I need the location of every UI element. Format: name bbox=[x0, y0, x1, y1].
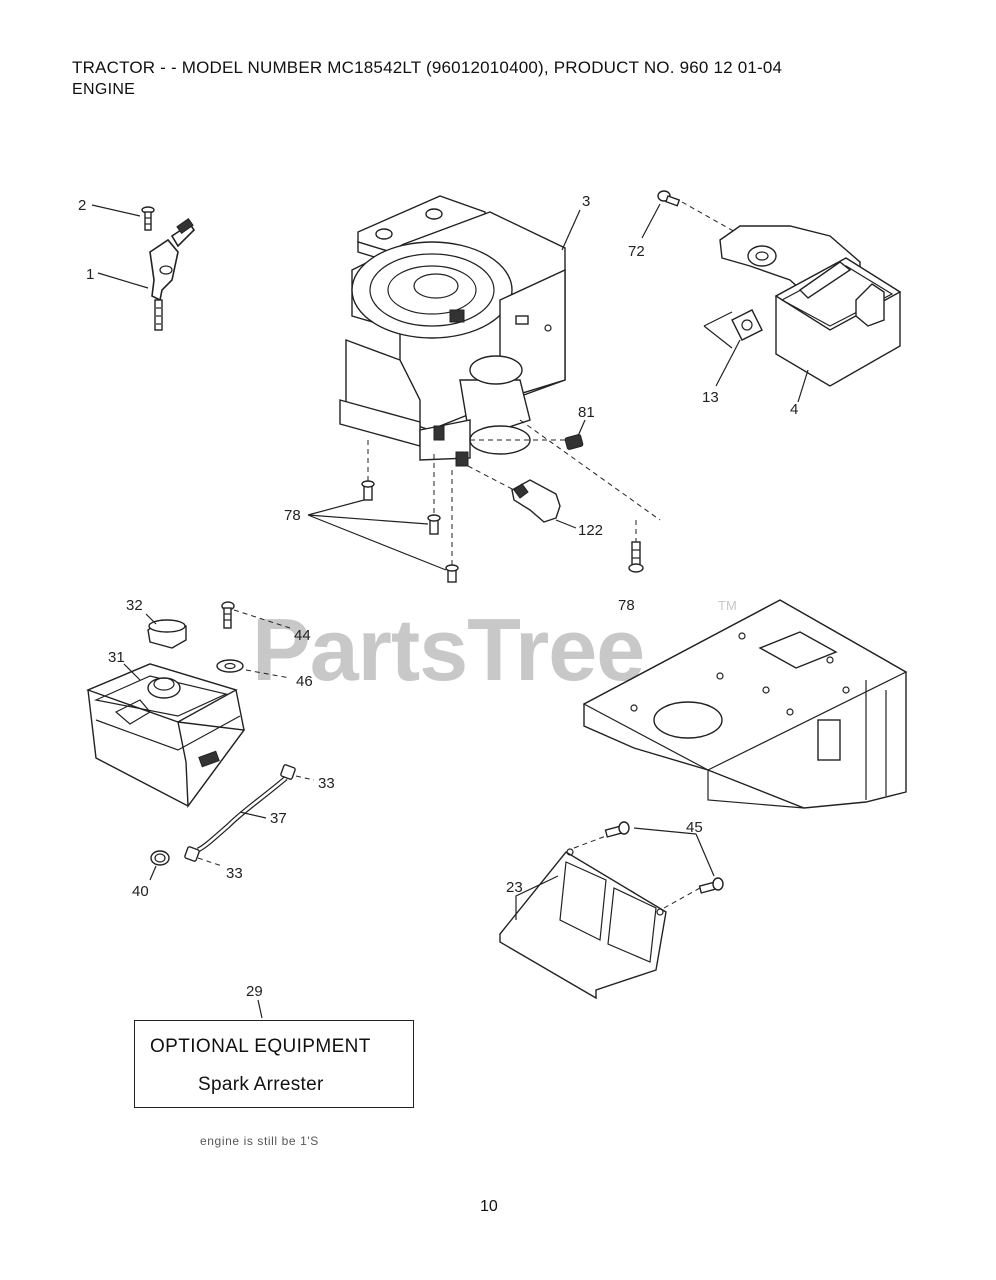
callout-81: 81 bbox=[578, 404, 595, 421]
heat-shield-23-part bbox=[499, 848, 667, 1000]
leader-3 bbox=[561, 209, 581, 251]
tank-bolt-part bbox=[221, 601, 235, 629]
callout-32: 32 bbox=[126, 597, 143, 614]
leader-44 bbox=[233, 609, 291, 629]
callout-33b: 33 bbox=[226, 865, 243, 882]
leader-29 bbox=[257, 999, 263, 1019]
fuel-line-part bbox=[196, 776, 288, 853]
frame-bolt-part bbox=[628, 541, 644, 573]
muffler-bolt-part bbox=[657, 190, 681, 207]
callout-4: 4 bbox=[790, 401, 798, 418]
dash-engine-right bbox=[519, 419, 661, 521]
tank-washer-part bbox=[216, 659, 244, 673]
leader-32 bbox=[145, 613, 157, 625]
bolt-part-45b bbox=[698, 877, 724, 894]
hose-clamp-part-33a bbox=[280, 764, 296, 780]
callout-3: 3 bbox=[582, 193, 590, 210]
leader-1 bbox=[97, 272, 149, 289]
leader-31 bbox=[123, 663, 141, 681]
callout-40: 40 bbox=[132, 883, 149, 900]
leader-78a bbox=[307, 499, 447, 571]
callout-1: 1 bbox=[86, 266, 94, 283]
dash-45b bbox=[663, 887, 701, 909]
heat-shield-part bbox=[511, 479, 561, 523]
bracket-13 bbox=[703, 311, 733, 349]
muffler-part bbox=[719, 225, 902, 387]
watermark-text: PartsTree bbox=[252, 600, 644, 699]
callout-23: 23 bbox=[506, 879, 523, 896]
callout-78a: 78 bbox=[284, 507, 301, 524]
hose-clamp-part-33b bbox=[184, 846, 200, 862]
callout-33a: 33 bbox=[318, 775, 335, 792]
callout-29: 29 bbox=[246, 983, 263, 1000]
fuel-filter-part bbox=[150, 850, 170, 866]
callout-122: 122 bbox=[578, 522, 603, 539]
leader-72 bbox=[641, 203, 661, 239]
callout-44: 44 bbox=[294, 627, 311, 644]
callout-72: 72 bbox=[628, 243, 645, 260]
leader-37 bbox=[239, 811, 267, 819]
leader-2 bbox=[91, 204, 141, 217]
muffler-gasket-part bbox=[731, 309, 763, 341]
leader-122 bbox=[555, 519, 577, 529]
optional-equipment-heading: OPTIONAL EQUIPMENT bbox=[150, 1036, 371, 1057]
callout-78b: 78 bbox=[618, 597, 635, 614]
leader-33a bbox=[295, 775, 315, 781]
bolt-part-45a bbox=[604, 821, 630, 838]
leader-13 bbox=[715, 339, 741, 387]
optional-equipment-box bbox=[134, 1020, 414, 1108]
dash-122 bbox=[467, 465, 515, 491]
leader-81 bbox=[577, 419, 586, 437]
throttle-bracket-part bbox=[149, 218, 196, 331]
optional-equipment-item: Spark Arrester bbox=[198, 1074, 324, 1095]
section-subtitle: ENGINE bbox=[72, 81, 136, 98]
footnote: engine is still be 1'S bbox=[200, 1134, 319, 1148]
engine-bolt-part bbox=[361, 480, 459, 583]
leader-4 bbox=[797, 369, 809, 403]
callout-46: 46 bbox=[296, 673, 313, 690]
callout-13: 13 bbox=[702, 389, 719, 406]
dash-45a bbox=[573, 835, 607, 849]
leader-45 bbox=[633, 827, 715, 877]
page-title: TRACTOR - - MODEL NUMBER MC18542LT (9601… bbox=[72, 58, 783, 77]
leader-46 bbox=[245, 669, 291, 679]
fuel-cap-part bbox=[147, 619, 187, 649]
watermark-tm: TM bbox=[718, 598, 737, 613]
fitting-part-81 bbox=[564, 434, 584, 450]
leader-33b bbox=[197, 857, 223, 867]
callout-45: 45 bbox=[686, 819, 703, 836]
tractor-frame-part bbox=[582, 599, 908, 809]
leader-40 bbox=[149, 865, 157, 881]
callout-37: 37 bbox=[270, 810, 287, 827]
page-number: 10 bbox=[480, 1198, 498, 1215]
callout-2: 2 bbox=[78, 197, 86, 214]
bracket-screw-part bbox=[141, 206, 155, 231]
callout-31: 31 bbox=[108, 649, 125, 666]
fuel-tank-part bbox=[86, 663, 246, 809]
leader-23 bbox=[515, 875, 559, 920]
engine-part bbox=[339, 195, 566, 467]
